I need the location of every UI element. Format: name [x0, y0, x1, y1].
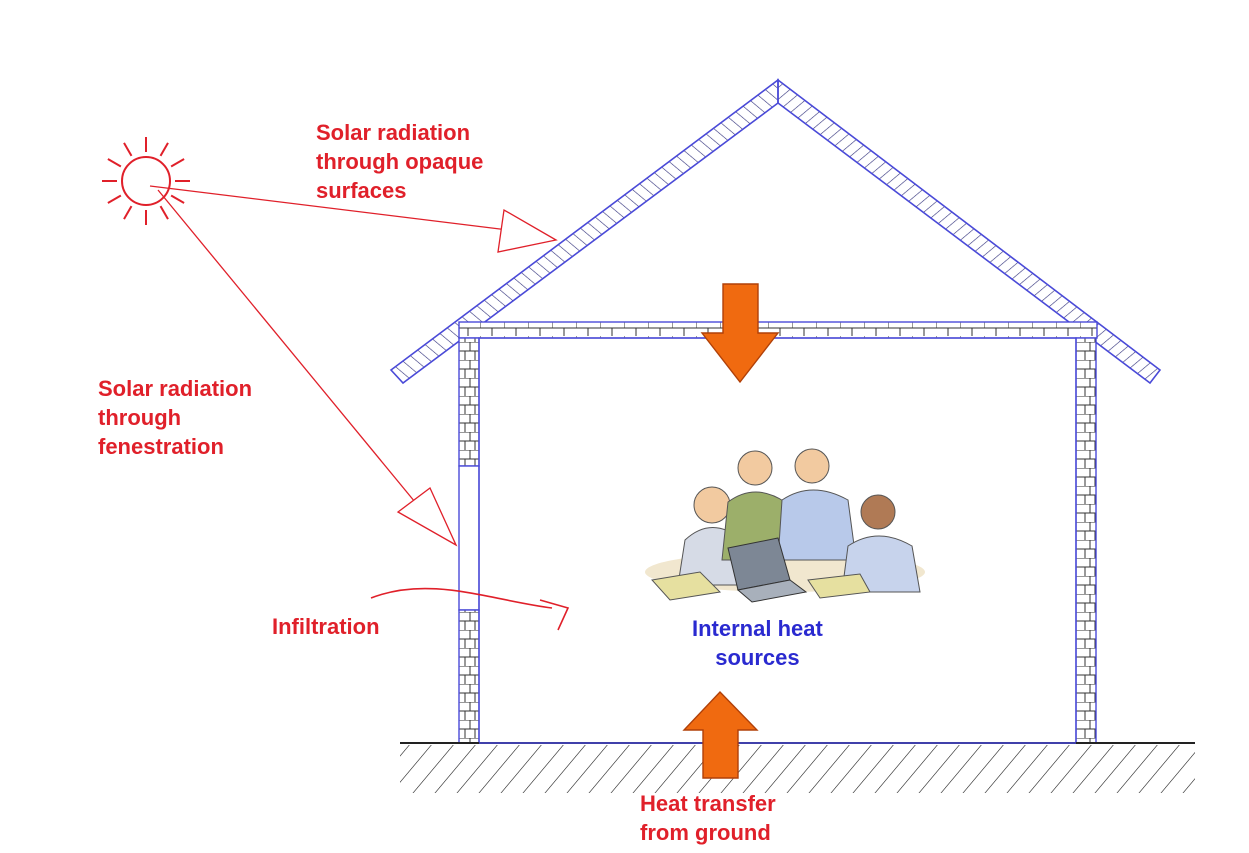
- roof-heat-arrow: [700, 283, 780, 384]
- right-wall: [1075, 337, 1097, 744]
- label-solar-opaque: Solar radiation through opaque surfaces: [316, 120, 484, 203]
- label-internal-heat-sources: Internal heat sources: [692, 616, 823, 670]
- infiltration-arrow: [370, 587, 570, 631]
- sun-ray: [107, 158, 122, 168]
- solar-fenestration-arrow: [157, 189, 458, 547]
- ceiling-brick: [458, 321, 1098, 339]
- ground: [400, 742, 1195, 793]
- ground-heat-arrow: [682, 690, 759, 779]
- sun-ray: [123, 205, 133, 220]
- window: [458, 465, 480, 611]
- left-wall-lower-brick: [458, 609, 480, 744]
- left-wall-upper-brick: [458, 337, 480, 467]
- sun-ray: [170, 158, 185, 168]
- label-heat-transfer-ground: Heat transfer from ground: [640, 791, 776, 845]
- sun-icon: [102, 137, 190, 225]
- ground-hatching: [400, 745, 1195, 793]
- label-infiltration: Infiltration: [272, 614, 380, 639]
- sun-ray: [107, 194, 122, 204]
- label-solar-fenestration: Solar radiation through fenestration: [98, 376, 253, 459]
- people-at-laptop-illustration: [645, 448, 925, 603]
- sun-ray: [123, 142, 133, 157]
- sun-ray: [159, 142, 169, 157]
- roof-right-slope: [777, 78, 1162, 385]
- roof: [389, 78, 1162, 385]
- solar-opaque-arrow: [149, 185, 558, 253]
- sun-ray: [170, 194, 185, 204]
- sun-ray: [159, 205, 169, 220]
- left-wall: [458, 337, 480, 744]
